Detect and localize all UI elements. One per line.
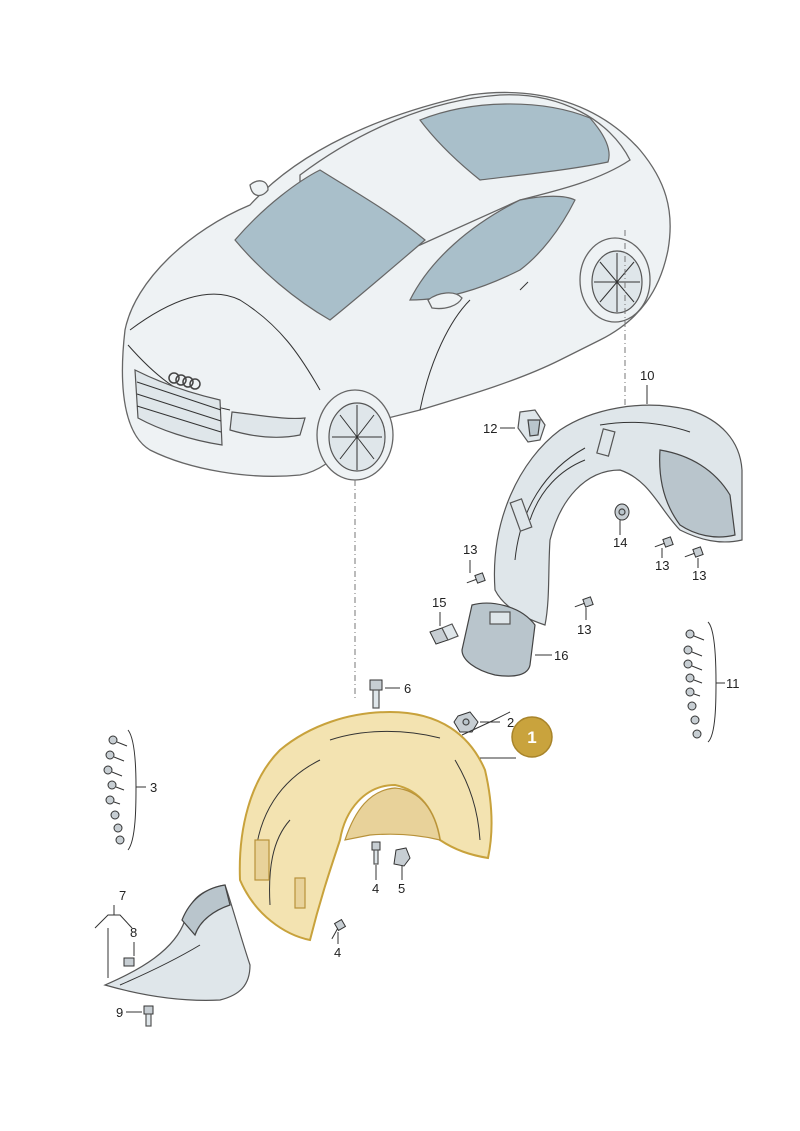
label-13c: 13 (655, 558, 669, 573)
label-7: 7 (119, 888, 126, 903)
label-2: 2 (507, 715, 514, 730)
bolt-set-11 (683, 629, 705, 739)
mud-flap (461, 602, 536, 677)
nut-2 (453, 711, 479, 733)
bolt-6 (369, 679, 383, 709)
label-6: 6 (404, 681, 411, 696)
label-8: 8 (130, 925, 137, 940)
bolt-set-3 (103, 735, 128, 845)
label-10: 10 (640, 368, 654, 383)
clip-8 (123, 957, 135, 967)
callout-1-badge[interactable]: 1 (511, 716, 553, 758)
callout-lines (94, 385, 699, 1013)
screw-13-set (466, 536, 704, 608)
label-11: 11 (726, 676, 740, 691)
label-13a: 13 (463, 542, 477, 557)
clip-5 (393, 847, 411, 867)
label-3: 3 (150, 780, 157, 795)
screw-9 (143, 1005, 154, 1027)
label-12: 12 (483, 421, 497, 436)
front-wheel-housing-liner (238, 710, 493, 942)
label-13b: 13 (577, 622, 591, 637)
label-16: 16 (554, 648, 568, 663)
label-14: 14 (613, 535, 627, 550)
plug-15 (429, 623, 459, 645)
label-9: 9 (116, 1005, 123, 1020)
splash-shield (103, 884, 251, 1001)
brand-rings-icon (168, 372, 201, 390)
label-4a: 4 (372, 881, 379, 896)
callout-1-label: 1 (527, 728, 536, 747)
label-4b: 4 (334, 945, 341, 960)
clip-12 (517, 409, 546, 443)
label-5: 5 (398, 881, 405, 896)
clip-14 (614, 503, 630, 521)
car-illustration (121, 91, 671, 481)
label-13d: 13 (692, 568, 706, 583)
rear-wheel-housing-liner (493, 404, 743, 626)
label-15: 15 (432, 595, 446, 610)
screw-4-set (331, 841, 381, 940)
